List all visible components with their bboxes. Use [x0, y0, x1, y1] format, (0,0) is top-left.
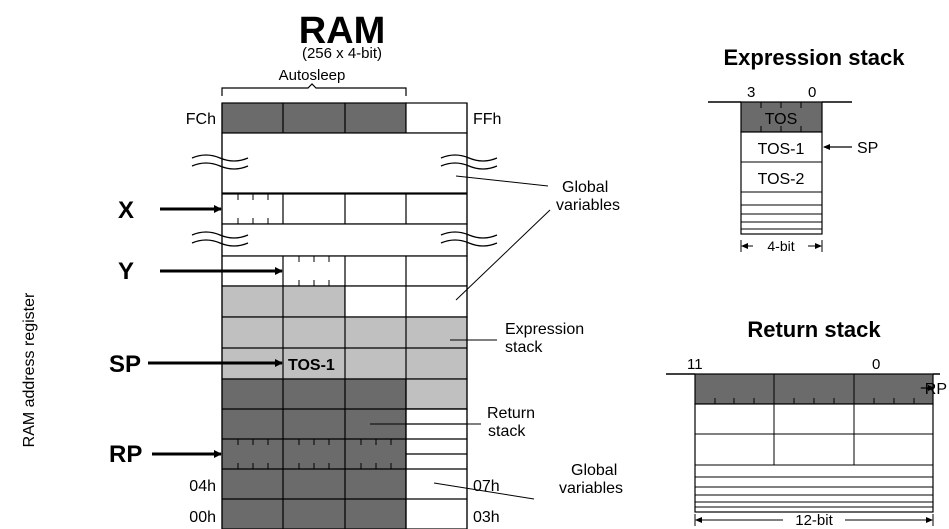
expression-stack-cell-tos: TOS	[765, 111, 798, 128]
addr-03h: 03h	[473, 509, 500, 526]
pointer-rp-label: RP	[109, 441, 142, 468]
nibble-ticks	[237, 194, 392, 469]
ram-title: RAM	[299, 10, 386, 52]
callout-return-stack-2: stack	[488, 423, 526, 440]
addr-00h: 00h	[189, 509, 216, 526]
return-stack-bit-high: 11	[687, 356, 703, 373]
ram-subtitle: (256 x 4-bit)	[302, 45, 382, 62]
pointer-sp-label: SP	[109, 351, 141, 378]
expression-stack-cell-tos2: TOS-2	[758, 171, 805, 188]
return-stack-rp-label: RP	[925, 381, 947, 398]
expression-stack-cell-tos1: TOS-1	[758, 141, 805, 158]
callout-return-stack-1: Return	[487, 405, 535, 422]
expression-stack-width-label: 4-bit	[767, 238, 794, 254]
addr-04h: 04h	[189, 478, 216, 495]
return-stack-title: Return stack	[747, 317, 881, 342]
ram-address-register-label: RAM address register	[21, 292, 38, 447]
callout-expression-stack-1: Expression	[505, 321, 584, 338]
pointer-y-label: Y	[118, 258, 134, 285]
expression-stack-sp-label: SP	[857, 140, 878, 157]
callout-global-vars-bottom-1: Global	[571, 462, 617, 479]
expression-stack-bit-high: 3	[747, 84, 755, 101]
break-symbols	[191, 154, 498, 247]
addr-ffh: FFh	[473, 111, 501, 128]
callout-lines	[370, 175, 551, 500]
callout-global-vars-bottom-2: variables	[559, 480, 623, 497]
pointer-x-label: X	[118, 197, 134, 224]
return-stack-figure: Return stack 11 0 RP 12-bit	[666, 317, 947, 529]
callout-global-vars-top-2: variables	[556, 197, 620, 214]
ram-grid	[221, 102, 468, 529]
autosleep-label: Autosleep	[279, 67, 346, 84]
callout-global-vars-top-1: Global	[562, 179, 608, 196]
callout-expression-stack-2: stack	[505, 339, 543, 356]
addr-fch: FCh	[186, 111, 216, 128]
return-stack-bit-low: 0	[872, 356, 880, 373]
expression-stack-figure: Expression stack 3 0 TOS TOS-1 TOS-2 SP …	[708, 45, 905, 254]
tos1-cell-label: TOS-1	[288, 357, 335, 374]
expression-stack-bit-low: 0	[808, 84, 816, 101]
expression-stack-title: Expression stack	[724, 45, 906, 70]
return-stack-width-label: 12-bit	[795, 512, 833, 529]
autosleep-bracket	[221, 83, 407, 96]
